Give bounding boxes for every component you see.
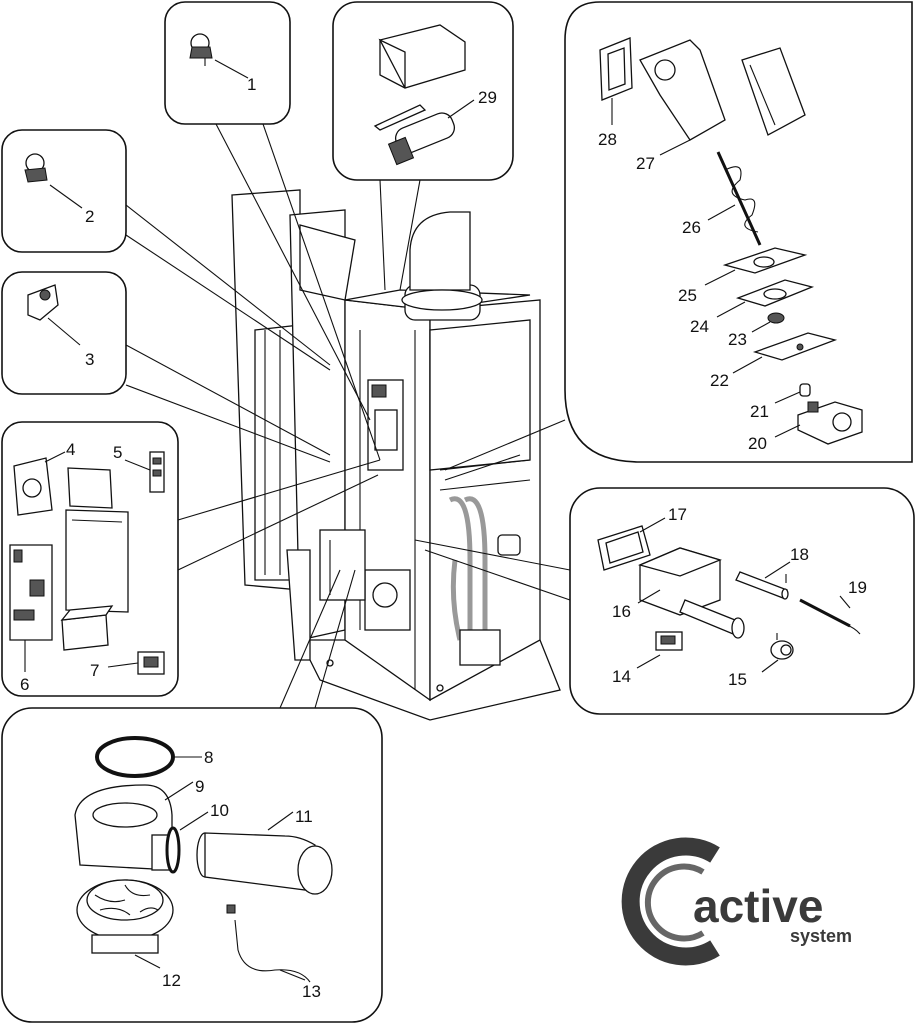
leader-lines [125, 123, 571, 709]
gasket-icon [735, 279, 815, 307]
callout-number-17: 17 [668, 505, 687, 524]
callout-number-8: 8 [204, 748, 213, 767]
motor-plate-icon [752, 332, 838, 361]
callout-number-7: 7 [90, 661, 99, 680]
mainboard-icon [9, 544, 53, 641]
callout-number-22: 22 [710, 371, 729, 390]
callout-box-3: 3 [1, 271, 127, 395]
callout-number-20: 20 [748, 434, 767, 453]
fan-housing-icon [74, 784, 173, 871]
active-system-logo: active system [621, 837, 852, 966]
callout-number-24: 24 [690, 317, 709, 336]
callout-number-15: 15 [728, 670, 747, 689]
callout-number-9: 9 [195, 777, 204, 796]
logo-sub: system [790, 926, 852, 946]
callout-box-4-7: 4 5 6 7 [1, 421, 179, 697]
fan-impeller-icon [76, 879, 174, 954]
callout-box-1: 1 [164, 1, 291, 125]
callout-number-13: 13 [302, 982, 321, 1001]
bushing-icon [767, 312, 785, 324]
auger-screw-icon [716, 151, 762, 246]
callout-number-11: 11 [295, 807, 313, 826]
callout-number-18: 18 [790, 545, 809, 564]
feed-chute-icon [639, 39, 726, 141]
flange-plate-icon [599, 37, 633, 101]
ignition-rod-icon [799, 598, 861, 635]
exhaust-pipe-icon [196, 832, 333, 895]
sensor-cable-icon [226, 904, 311, 983]
flange-gasket-icon [165, 826, 181, 874]
stove-body [231, 189, 561, 721]
callout-number-26: 26 [682, 218, 701, 237]
callout-number-3: 3 [85, 350, 94, 369]
igniter-icon [373, 104, 456, 166]
callout-number-27: 27 [636, 154, 655, 173]
terminal-block-icon [655, 631, 683, 651]
safety-thermostat-icon [24, 153, 48, 183]
callout-box-20-28: 28 27 26 25 24 [564, 1, 913, 463]
gasket-ring-icon [95, 736, 175, 778]
callout-number-21: 21 [750, 402, 769, 421]
flange-frame-icon [597, 525, 651, 571]
callout-number-4: 4 [66, 440, 75, 459]
callout-box-8-13: 8 9 10 11 12 [1, 707, 383, 1023]
callout-number-19: 19 [848, 578, 867, 597]
coupling-icon [799, 383, 811, 397]
callout-number-2: 2 [85, 207, 94, 226]
knob-icon [770, 633, 794, 660]
gasket-plate-icon [722, 247, 808, 274]
chute-cover-icon [741, 47, 806, 136]
callout-number-5: 5 [113, 443, 122, 462]
callout-number-25: 25 [678, 286, 697, 305]
callout-number-28: 28 [598, 130, 617, 149]
thermostat-icon [189, 33, 213, 66]
cover-bracket-icon [378, 24, 466, 89]
callout-number-6: 6 [20, 675, 29, 694]
callout-number-1: 1 [247, 75, 256, 94]
transformer-icon [60, 605, 114, 651]
gear-motor-icon [797, 401, 863, 445]
callout-number-16: 16 [612, 602, 631, 621]
callout-number-29: 29 [478, 88, 497, 107]
callout-box-14-19: 17 16 18 19 14 [569, 487, 915, 715]
callout-box-29: 29 [332, 1, 514, 181]
callout-number-10: 10 [210, 801, 229, 820]
callout-number-14: 14 [612, 667, 631, 686]
bracket-plate-icon [65, 467, 129, 613]
burner-pot-icon [638, 547, 745, 639]
tube-icon [735, 571, 789, 600]
logo-word: active [693, 880, 823, 932]
callout-box-2: 2 [1, 129, 127, 253]
display-panel-icon [13, 457, 53, 516]
switch-icon [137, 651, 165, 675]
callout-number-23: 23 [728, 330, 747, 349]
connector-icon [149, 451, 165, 493]
pressure-switch-icon [27, 284, 59, 321]
callout-number-12: 12 [162, 971, 181, 990]
